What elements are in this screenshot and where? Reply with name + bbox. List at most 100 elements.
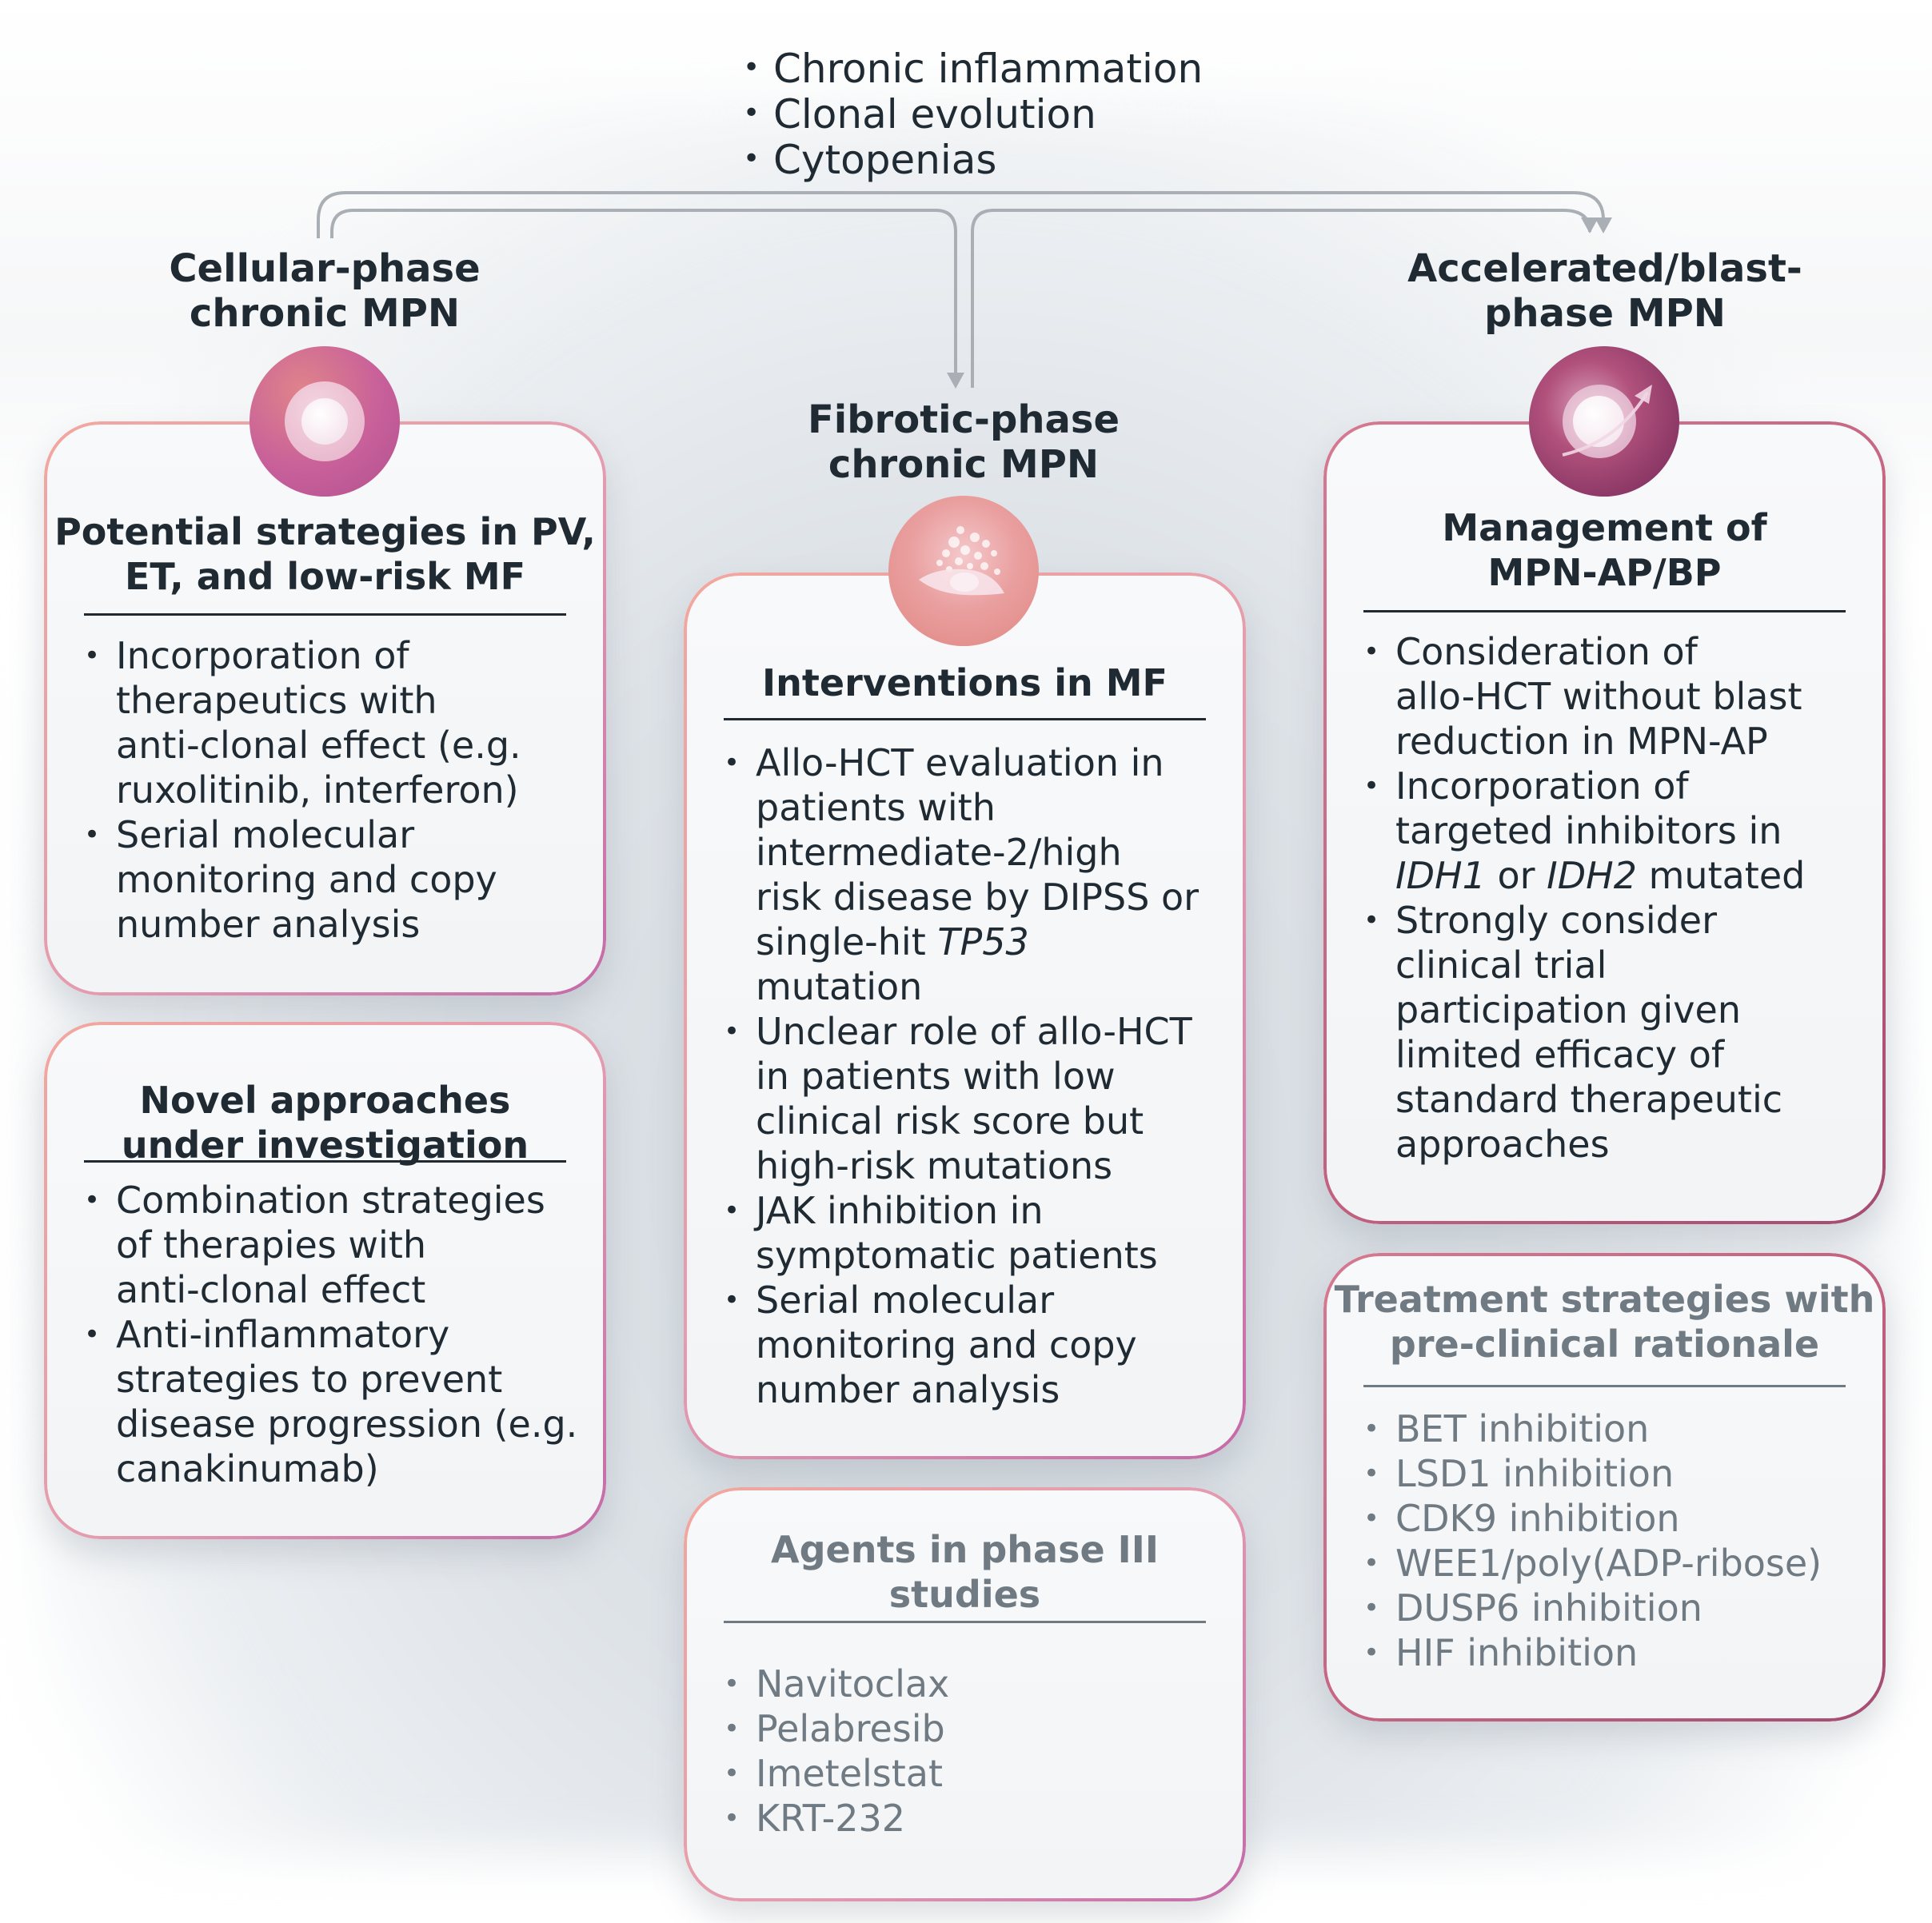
gene-name: IDH2: [1547, 854, 1637, 897]
gene-name: IDH1: [1395, 854, 1486, 897]
progression-arrow: [1562, 385, 1652, 457]
box-header: Management of MPN-AP/BP: [1323, 505, 1886, 595]
header-divider: [84, 613, 566, 616]
list-item: JAK inhibition in symptomatic patients: [724, 1188, 1199, 1278]
list-line: therapeutics with: [116, 679, 437, 722]
list-item: HIF inhibition: [1363, 1630, 1822, 1675]
list-line: canakinumab): [116, 1447, 379, 1490]
list-line: risk disease by DIPSS or: [756, 876, 1200, 919]
box-header-line: ET, and low-risk MF: [124, 555, 526, 598]
list-line: clinical risk score but: [756, 1099, 1144, 1143]
box-header-line: MPN-AP/BP: [1487, 551, 1722, 594]
list-line: JAK inhibition in: [756, 1189, 1044, 1232]
phase-title-fibrotic: Fibrotic-phase chronic MPN: [724, 397, 1204, 487]
list-line: Incorporation of: [116, 634, 409, 677]
box-header-line: Agents in phase III: [770, 1528, 1160, 1571]
list-line: intermediate-2/high: [756, 831, 1122, 874]
list-item: Serial molecular monitoring and copy num…: [724, 1278, 1199, 1412]
list-line: IDH1 or IDH2 mutated: [1395, 853, 1805, 898]
list-line: Allo-HCT evaluation in: [756, 741, 1164, 784]
list-line: patients with: [756, 786, 996, 829]
header-divider: [1363, 1385, 1846, 1387]
list-item: Serial molecular monitoring and copy num…: [84, 812, 521, 947]
box-header: Novel approaches under investigation: [44, 1078, 606, 1167]
header-divider: [724, 718, 1206, 720]
phase-title-line: Cellular-phase: [169, 246, 481, 291]
box-header: Treatment strategies with pre-clinical r…: [1323, 1277, 1886, 1366]
phase-title-line: chronic MPN: [189, 291, 461, 336]
list-item: Allo-HCT evaluation in patients with int…: [724, 740, 1199, 1009]
box-header: Interventions in MF: [762, 661, 1168, 704]
header-divider: [724, 1621, 1206, 1623]
list-line: limited efficacy of: [1395, 1033, 1725, 1076]
list-item: Incorporation of targeted inhibitors in …: [1363, 764, 1805, 898]
preclinical-list: BET inhibition LSD1 inhibition CDK9 inhi…: [1363, 1406, 1822, 1675]
box-header: Potential strategies in PV, ET, and low-…: [44, 509, 606, 599]
list-item: DUSP6 inhibition: [1363, 1586, 1822, 1630]
list-line: targeted inhibitors in: [1395, 809, 1782, 852]
list-line: standard therapeutic: [1395, 1078, 1783, 1121]
list-line: of therapies with: [116, 1223, 427, 1267]
list-line: Incorporation of: [1395, 764, 1689, 808]
list-item: Incorporation of therapeutics with anti-…: [84, 633, 521, 812]
cell-core: [301, 398, 348, 445]
strategy-list: Incorporation of therapeutics with anti-…: [84, 633, 521, 947]
progression-factors-list: Chronic inflammation Clonal evolution Cy…: [740, 45, 1203, 183]
list-item: BET inhibition: [1363, 1406, 1822, 1451]
box-header-line: under investigation: [121, 1123, 529, 1167]
list-text: or: [1485, 854, 1547, 897]
list-line: allo-HCT without blast: [1395, 675, 1802, 718]
factor-item: Chronic inflammation: [740, 45, 1203, 92]
approach-list: Combination strategies of therapies with…: [84, 1178, 577, 1491]
phase-title-blast: Accelerated/blast- phase MPN: [1365, 246, 1845, 336]
list-line: approaches: [1395, 1123, 1610, 1166]
phase-title-line: Accelerated/blast-: [1407, 246, 1802, 291]
list-line: Serial molecular: [756, 1279, 1055, 1322]
list-item: Navitoclax: [724, 1662, 949, 1706]
list-line: symptomatic patients: [756, 1234, 1158, 1277]
list-line: Strongly consider: [1395, 899, 1718, 942]
phase-title-line: phase MPN: [1484, 291, 1726, 336]
box-header: Agents in phase III studies: [684, 1527, 1246, 1617]
list-line: Combination strategies: [116, 1179, 545, 1222]
list-line: number analysis: [756, 1368, 1060, 1411]
list-line: anti-clonal effect: [116, 1268, 426, 1311]
factor-item: Clonal evolution: [740, 90, 1203, 138]
box-phase3-agents: Agents in phase III studies Navitoclax P…: [684, 1487, 1246, 1901]
blast-cell-arrow-icon: [1529, 346, 1679, 497]
list-line: Unclear role of allo-HCT: [756, 1010, 1192, 1053]
list-line: high-risk mutations: [756, 1144, 1113, 1187]
fibrotic-cell-icon: [888, 496, 1039, 646]
management-list: Consideration of allo-HCT without blast …: [1363, 629, 1805, 1167]
list-line: Consideration of: [1395, 630, 1698, 673]
box-header-line: Treatment strategies with: [1334, 1278, 1875, 1321]
list-item: CDK9 inhibition: [1363, 1496, 1822, 1541]
box-header-line: studies: [888, 1573, 1041, 1616]
agent-list: Navitoclax Pelabresib Imetelstat KRT-232: [724, 1662, 949, 1841]
list-line: disease progression (e.g.: [116, 1402, 578, 1446]
list-line: monitoring and copy: [756, 1323, 1137, 1366]
list-line: clinical trial: [1395, 944, 1607, 987]
list-line: mutation: [756, 965, 923, 1008]
list-text: single-hit: [756, 920, 938, 963]
box-header-line: Novel approaches: [139, 1079, 511, 1122]
list-line: number analysis: [116, 903, 421, 946]
list-line: single-hit TP53: [756, 920, 1199, 964]
intervention-list: Allo-HCT evaluation in patients with int…: [724, 740, 1199, 1412]
box-header-line: pre-clinical rationale: [1389, 1323, 1820, 1366]
box-novel-approaches: Novel approaches under investigation Com…: [44, 1022, 606, 1539]
list-item: Consideration of allo-HCT without blast …: [1363, 629, 1805, 764]
list-line: ruxolitinib, interferon): [116, 768, 519, 812]
phase-title-line: chronic MPN: [828, 442, 1100, 487]
box-header-line: Potential strategies in PV,: [54, 510, 596, 553]
phase-title-line: Fibrotic-phase: [807, 397, 1120, 442]
list-line: Serial molecular: [116, 813, 415, 856]
box-cellular-strategies: Potential strategies in PV, ET, and low-…: [44, 421, 606, 995]
list-item: Combination strategies of therapies with…: [84, 1178, 577, 1312]
box-management-ap-bp: Management of MPN-AP/BP Consideration of…: [1323, 421, 1886, 1224]
gene-name: TP53: [937, 920, 1029, 963]
list-item: WEE1/poly(ADP-ribose): [1363, 1541, 1822, 1586]
list-line: monitoring and copy: [116, 858, 497, 901]
list-line: strategies to prevent: [116, 1358, 503, 1401]
header-divider: [1363, 610, 1846, 612]
